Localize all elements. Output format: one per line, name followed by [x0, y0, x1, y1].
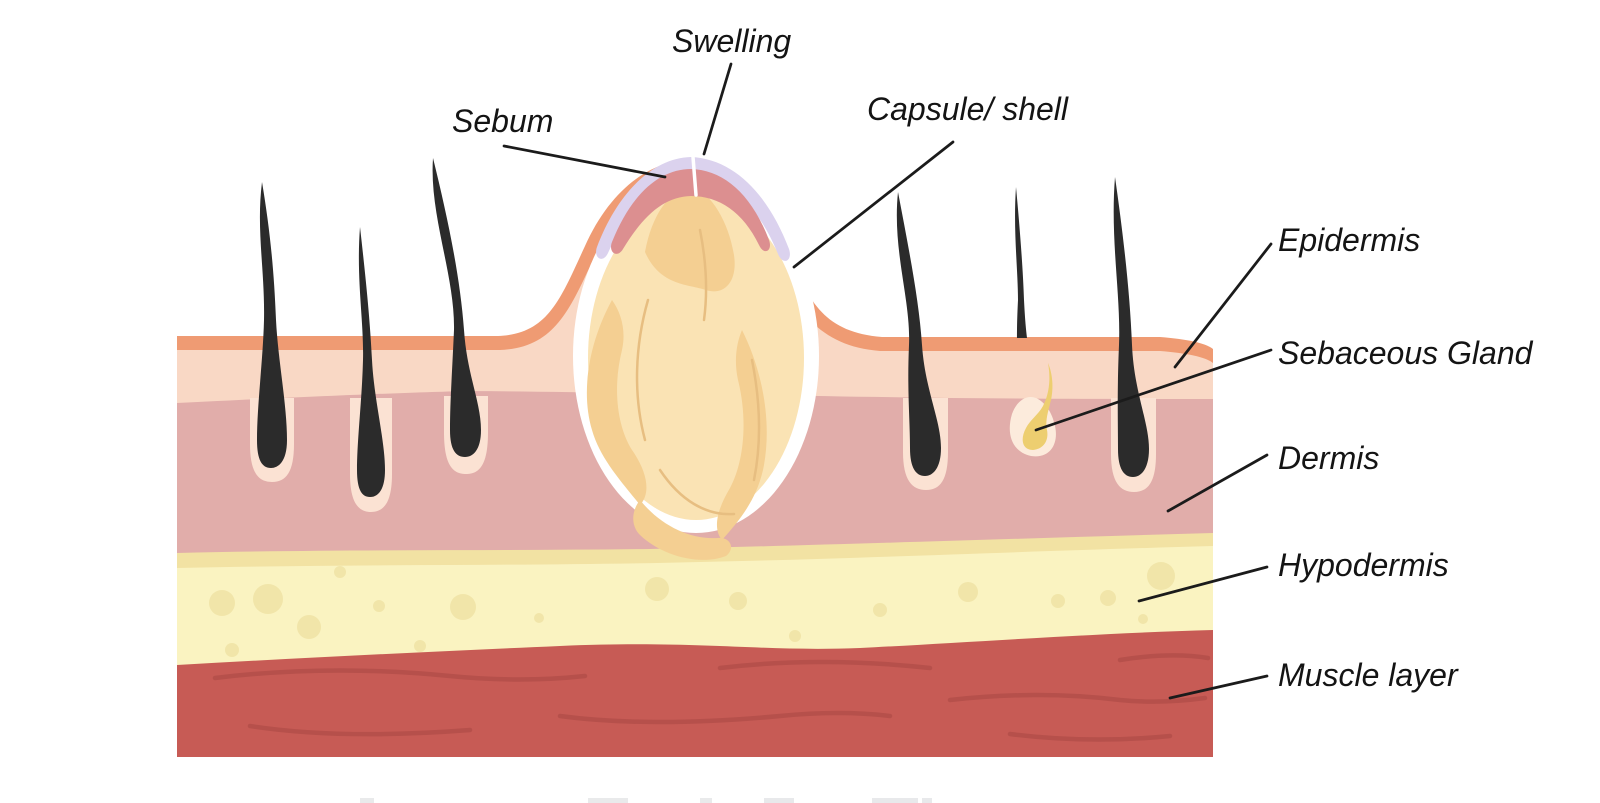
muscle-layer	[177, 630, 1213, 757]
leader-line-epidermis	[1173, 242, 1273, 369]
label-dermis: Dermis	[1278, 440, 1380, 476]
hair-2	[357, 227, 385, 497]
label-hypodermis: Hypodermis	[1278, 547, 1449, 583]
leader-line-capsule	[792, 140, 955, 269]
hair-1	[257, 182, 287, 468]
leader-lines	[502, 62, 1273, 700]
leader-line-sebum	[502, 144, 667, 179]
hairs	[257, 158, 1149, 497]
fat-blobs	[209, 562, 1175, 657]
hair-4	[896, 192, 941, 476]
inflamed-cap	[611, 169, 770, 254]
label-capsule-shell: Capsule/ shell	[867, 91, 1068, 127]
label-muscle-layer: Muscle layer	[1278, 657, 1458, 693]
pore-slit	[691, 155, 698, 197]
hair-3	[432, 158, 481, 457]
leader-line-muscle	[1168, 674, 1269, 700]
label-swelling: Swelling	[672, 23, 792, 59]
label-sebaceous-gland: Sebaceous Gland	[1278, 335, 1533, 371]
hair-6	[1113, 177, 1149, 477]
hair-5	[1015, 187, 1027, 338]
swelling-halo	[596, 157, 790, 261]
leader-line-swelling	[702, 62, 733, 156]
label-epidermis: Epidermis	[1278, 222, 1421, 258]
sebum-marble-lines	[635, 228, 761, 516]
label-sebum: Sebum	[452, 103, 554, 139]
leader-line-sebaceous-gland	[1034, 348, 1273, 432]
leader-line-hypodermis	[1137, 565, 1269, 603]
sebum-marbling	[586, 184, 767, 560]
cropped-caption-remnant	[360, 798, 932, 803]
muscle-streaks	[212, 653, 1211, 742]
leader-line-dermis	[1166, 453, 1269, 513]
